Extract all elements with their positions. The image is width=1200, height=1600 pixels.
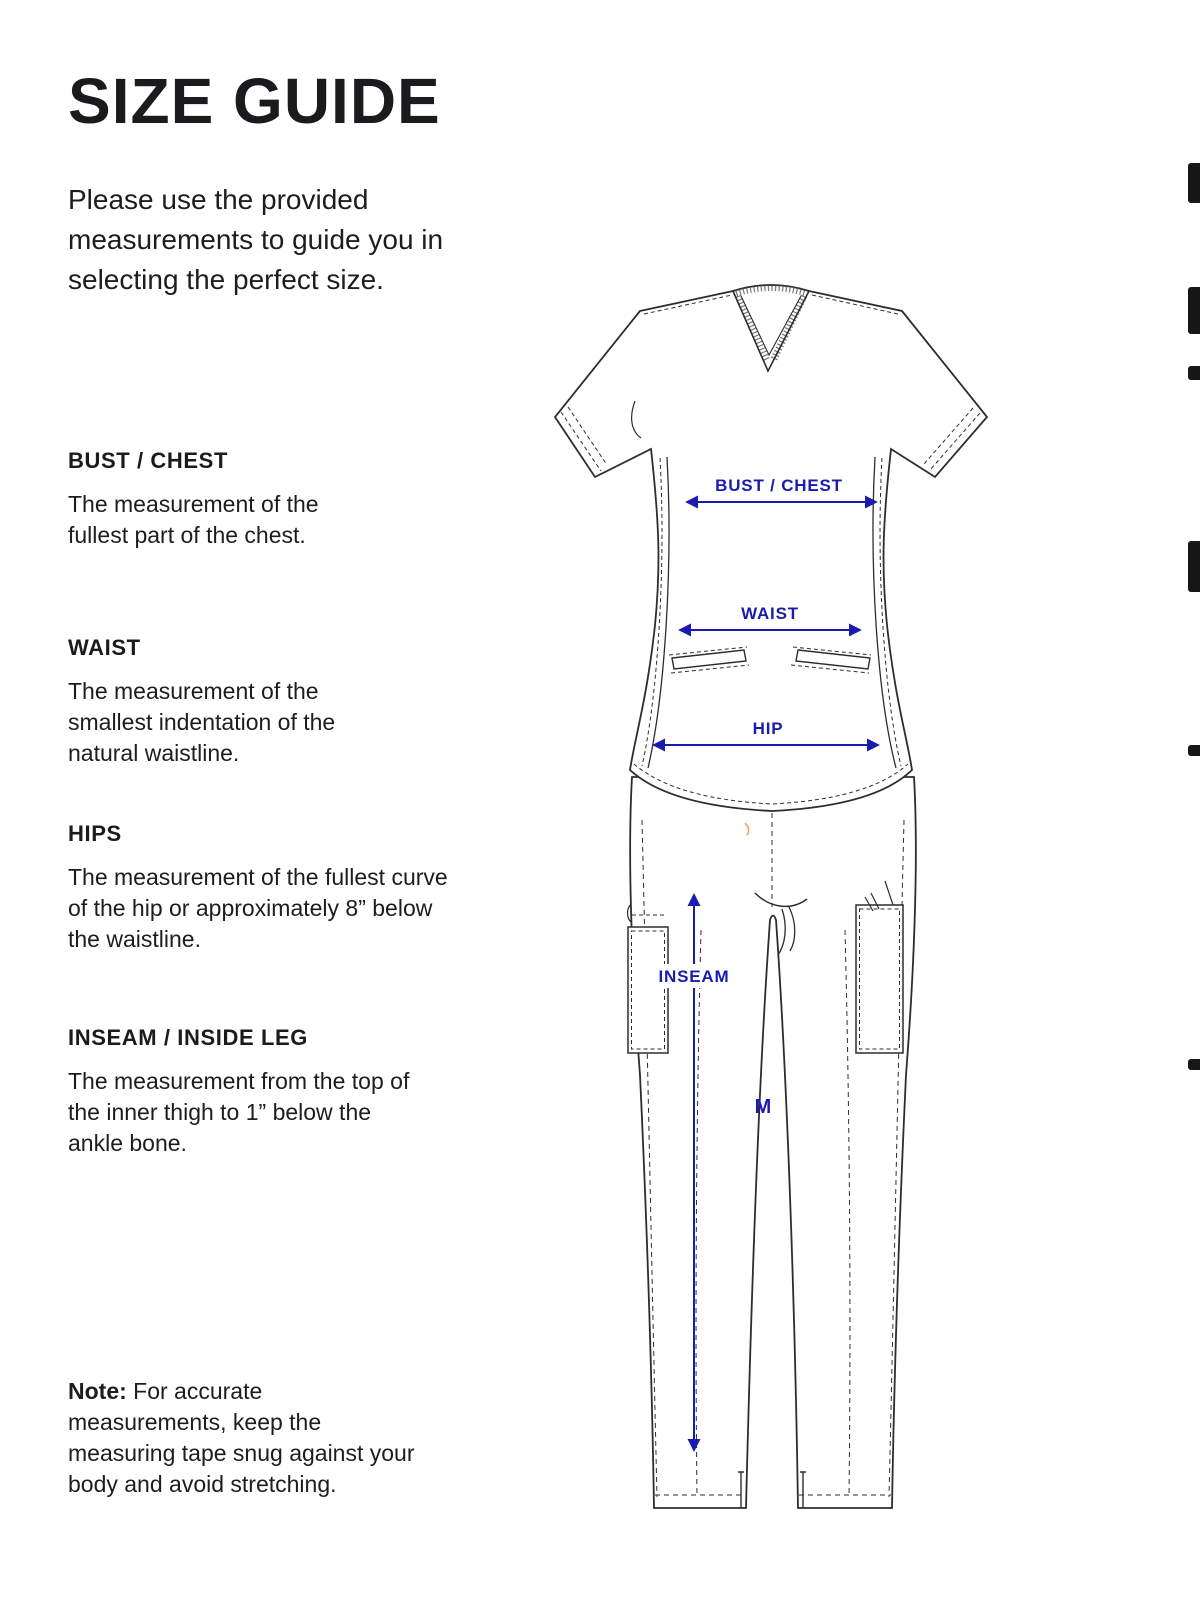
sleeve-cuff-left [560, 406, 608, 472]
cargo-pocket-right [855, 904, 904, 1054]
v-neck-collar [732, 290, 810, 373]
note-label: Note: [68, 1378, 127, 1404]
ankle-slit-left [738, 1471, 744, 1508]
cargo-pockets [626, 880, 904, 1054]
drawstring-tie-2 [788, 906, 796, 952]
waist-label: WAIST [741, 604, 799, 623]
cropped-edge-fragment [1188, 1059, 1200, 1070]
section-heading-hips: HIPS [68, 821, 122, 846]
intro-text: Please use the provided measurements to … [68, 184, 444, 295]
top-hem-stitch [633, 763, 909, 805]
cropped-edge-fragment [1188, 541, 1200, 592]
cropped-edge-fragment [1188, 163, 1200, 203]
section-body-waist: The measurement of the smallest indentat… [68, 678, 336, 766]
section-body-inseam: The measurement from the top of the inne… [68, 1068, 410, 1156]
section-inseam: INSEAM / INSIDE LEG The measurement from… [68, 1025, 418, 1159]
sleeve-cuff-right [923, 407, 981, 471]
pocket-pen-detail [864, 880, 894, 912]
inseam-label: INSEAM [659, 967, 730, 986]
pants-side-seam-left [641, 819, 658, 1498]
cargo-pocket-left [627, 926, 669, 1054]
side-panel-left [647, 456, 670, 769]
pants-crease-right [844, 929, 851, 1498]
scrub-top-drawing [553, 284, 989, 812]
section-heading-inseam: INSEAM / INSIDE LEG [68, 1025, 308, 1050]
section-bust-chest: BUST / CHEST The measurement of the full… [68, 448, 373, 551]
welt-pocket-left [671, 649, 747, 670]
section-waist: WAIST The measurement of the smallest in… [68, 635, 383, 769]
measurement-annotations: BUST / CHEST WAIST HIP INSEAM M [647, 476, 880, 1452]
section-heading-bust: BUST / CHEST [68, 448, 228, 473]
note-text: Note: For accurate measurements, keep th… [68, 1376, 424, 1500]
section-hips: HIPS The measurement of the fullest curv… [68, 821, 453, 955]
cropped-edge-fragment [1188, 366, 1200, 380]
ankle-slit-right [800, 1471, 806, 1508]
section-heading-waist: WAIST [68, 635, 141, 660]
welt-pocket-right [795, 649, 871, 670]
hip-label: HIP [753, 719, 784, 738]
cropped-edge-fragment [1188, 745, 1200, 756]
drawstring [754, 892, 808, 908]
thread-mark [744, 822, 750, 836]
size-label: M [755, 1096, 772, 1118]
note-body: For accurate measurements, keep the meas… [68, 1378, 415, 1497]
cropped-edge-fragment [1188, 287, 1200, 334]
section-body-hips: The measurement of the fullest curve of … [68, 864, 448, 952]
garment-illustration: BUST / CHEST WAIST HIP INSEAM M [553, 284, 989, 1509]
garment-diagram: BUST / CHEST WAIST HIP INSEAM M [535, 265, 995, 1535]
section-body-bust: The measurement of the fullest part of t… [68, 491, 319, 548]
sleeve-loop [631, 400, 642, 439]
collar-band-rib [734, 284, 808, 363]
drawstring-tie-1 [777, 908, 786, 956]
scrub-pants-drawing [629, 776, 917, 1509]
page-title: SIZE GUIDE [68, 65, 441, 137]
bust-label: BUST / CHEST [715, 476, 843, 495]
